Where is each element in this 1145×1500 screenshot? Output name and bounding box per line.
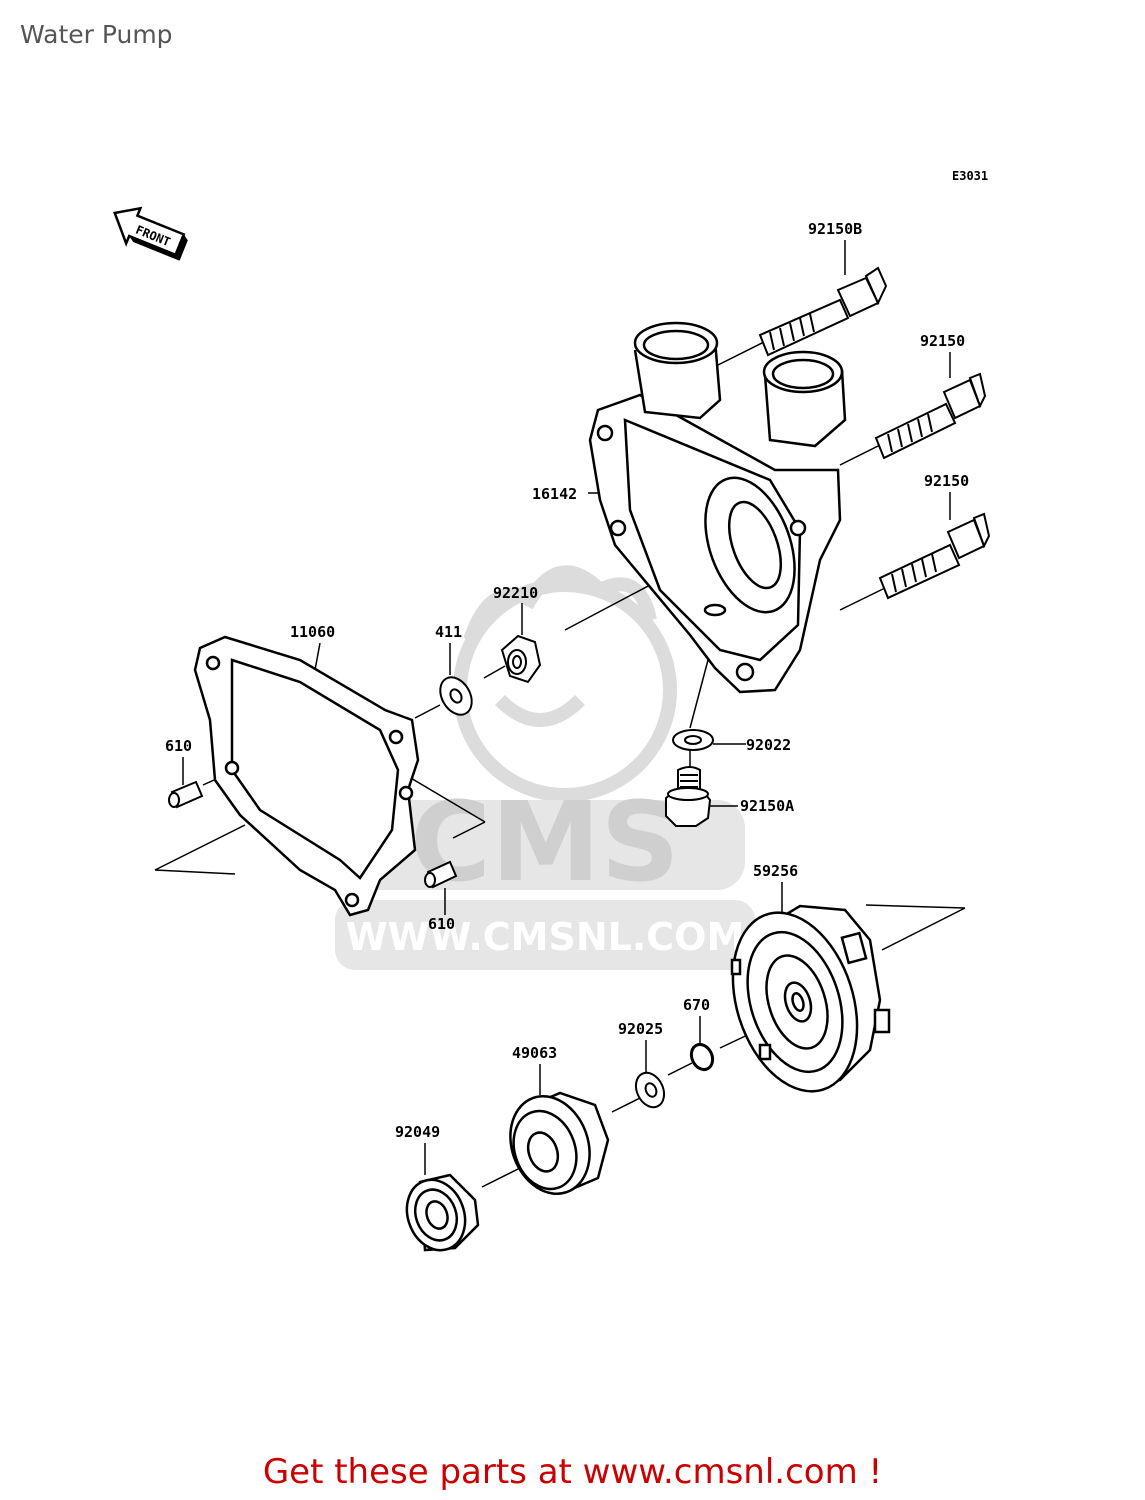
o-ring-670-icon	[689, 1042, 715, 1072]
label-92150-lower: 92150	[924, 472, 969, 490]
label-610-bottom: 610	[428, 915, 455, 933]
washer-92022-icon	[672, 729, 714, 751]
drain-bolt-92150A-icon	[665, 766, 712, 827]
cms-watermark	[453, 565, 677, 802]
watermark-brand: CMS	[410, 778, 679, 906]
dowel-pin-610-bottom-icon	[424, 860, 458, 889]
label-92210: 92210	[493, 584, 538, 602]
label-92150A: 92150A	[740, 797, 794, 815]
page-title: Water Pump	[20, 20, 173, 49]
gasket-11060	[193, 635, 420, 917]
bolt-92150-upper-icon	[874, 372, 987, 460]
bolt-92150B-icon	[758, 266, 888, 357]
label-49063: 49063	[512, 1044, 557, 1062]
label-670: 670	[683, 996, 710, 1014]
pump-cover-59256	[730, 904, 891, 1093]
label-411: 411	[435, 623, 462, 641]
label-92025: 92025	[618, 1020, 663, 1038]
bolt-92150-lower-icon	[878, 512, 991, 600]
watermark-url: WWW.CMSNL.COM	[346, 915, 745, 959]
label-59256: 59256	[753, 862, 798, 880]
dowel-pin-610-left-icon	[168, 780, 204, 809]
label-92022: 92022	[746, 736, 791, 754]
label-16142: 16142	[532, 485, 577, 503]
label-92150B: 92150B	[808, 220, 862, 238]
oil-seal-92049	[405, 1173, 480, 1252]
pump-housing-16142	[588, 321, 847, 694]
label-92150-upper: 92150	[920, 332, 965, 350]
label-11060: 11060	[290, 623, 335, 641]
washer-411-icon	[439, 676, 473, 716]
label-92049: 92049	[395, 1123, 440, 1141]
footer-promo-link[interactable]: Get these parts at www.cmsnl.com !	[262, 1452, 883, 1492]
diagram-code: E3031	[952, 169, 988, 183]
mechanical-seal-49063	[509, 1091, 610, 1195]
washer-92025-icon	[634, 1071, 666, 1109]
front-arrow-icon: FRONT	[113, 206, 188, 261]
label-610-left: 610	[165, 737, 192, 755]
nut-92210-icon	[500, 634, 542, 684]
